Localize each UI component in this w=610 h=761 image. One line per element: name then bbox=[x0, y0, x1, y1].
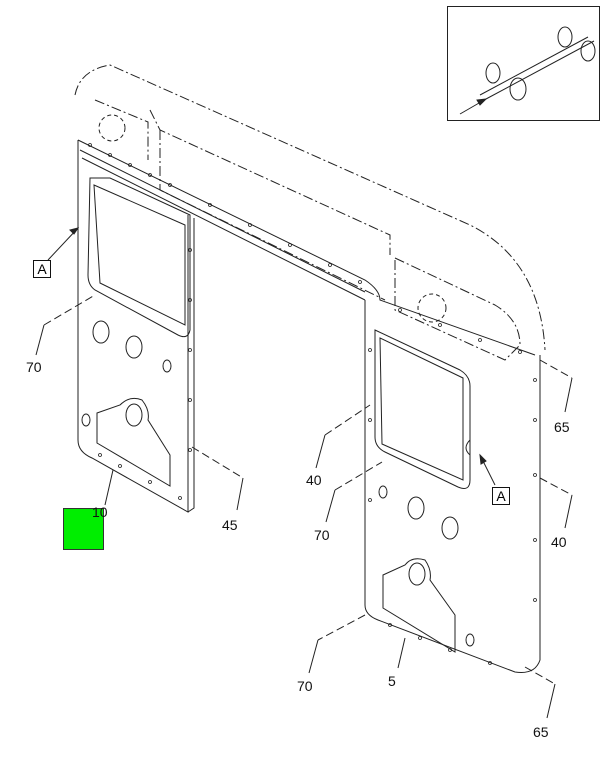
left-lower-plate bbox=[96, 397, 171, 487]
callout-45: 45 bbox=[222, 517, 238, 533]
callout-40-mid: 40 bbox=[306, 472, 322, 488]
right-lower-plate bbox=[382, 558, 456, 653]
callout-70-mid: 70 bbox=[314, 527, 330, 543]
chassis-locator-inset bbox=[447, 6, 600, 121]
right-panel-hole bbox=[378, 485, 388, 499]
right-panel-hole bbox=[441, 516, 459, 540]
arrowhead-icon bbox=[479, 453, 487, 465]
hidden-cutout bbox=[394, 257, 521, 361]
callout-70-bottom: 70 bbox=[297, 678, 313, 694]
right-window bbox=[379, 337, 464, 481]
left-panel-hole bbox=[125, 335, 143, 359]
top-rail bbox=[77, 139, 536, 356]
left-panel bbox=[77, 140, 195, 513]
callout-5: 5 bbox=[388, 673, 396, 689]
highlight-marker[interactable] bbox=[63, 508, 104, 550]
left-window bbox=[93, 184, 186, 326]
right-panel bbox=[364, 300, 541, 673]
right-panel-hole bbox=[465, 633, 475, 647]
right-window-frame bbox=[374, 329, 471, 489]
callout-70-left: 70 bbox=[26, 359, 42, 375]
top-outline bbox=[74, 64, 546, 351]
leader-lines bbox=[35, 227, 573, 719]
detail-a-label-left: A bbox=[33, 260, 51, 278]
arrowhead-icon bbox=[69, 227, 80, 235]
rivet-holes bbox=[88, 143, 537, 665]
hidden-hole bbox=[98, 114, 126, 142]
callout-10: 10 bbox=[92, 504, 108, 520]
right-plate-hole bbox=[408, 562, 426, 586]
hidden-hole bbox=[417, 293, 447, 323]
hidden-edge bbox=[149, 109, 391, 255]
left-panel-hole bbox=[162, 359, 172, 373]
hidden-edge bbox=[94, 99, 149, 160]
left-panel-hole bbox=[81, 413, 91, 427]
detail-a-notch bbox=[465, 439, 471, 456]
top-rail-flange bbox=[79, 149, 366, 301]
right-panel-hole bbox=[407, 496, 425, 520]
chassis-icon bbox=[459, 26, 596, 115]
detail-a-label-right: A bbox=[492, 487, 510, 505]
callout-65-bottom: 65 bbox=[533, 724, 549, 740]
callout-65-upper: 65 bbox=[554, 419, 570, 435]
callout-40-right: 40 bbox=[551, 534, 567, 550]
left-window-frame bbox=[87, 177, 191, 338]
left-plate-hole bbox=[125, 403, 143, 427]
left-panel-hole bbox=[92, 320, 110, 344]
